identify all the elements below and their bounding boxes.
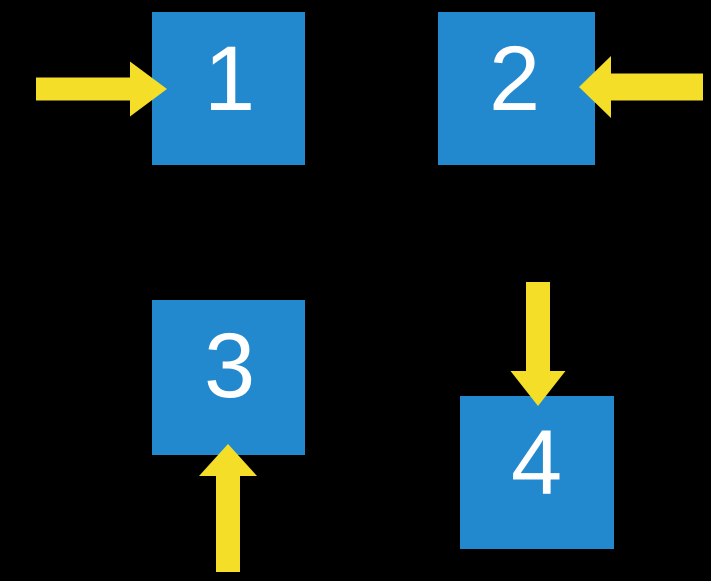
node-box-1[interactable] <box>152 12 305 165</box>
arrow-left-shape <box>579 56 703 118</box>
arrow-up-shape <box>199 444 257 572</box>
arrow-down-shape <box>510 282 566 406</box>
arrow-right-shape <box>36 61 167 117</box>
node-box-2[interactable] <box>438 12 595 165</box>
node-box-3[interactable] <box>152 300 305 455</box>
node-label-1: 1 <box>204 28 256 130</box>
node-label-2: 2 <box>489 28 541 130</box>
node-label-3: 3 <box>204 315 256 417</box>
node-box-4[interactable] <box>460 396 614 549</box>
node-label-4: 4 <box>511 412 563 514</box>
